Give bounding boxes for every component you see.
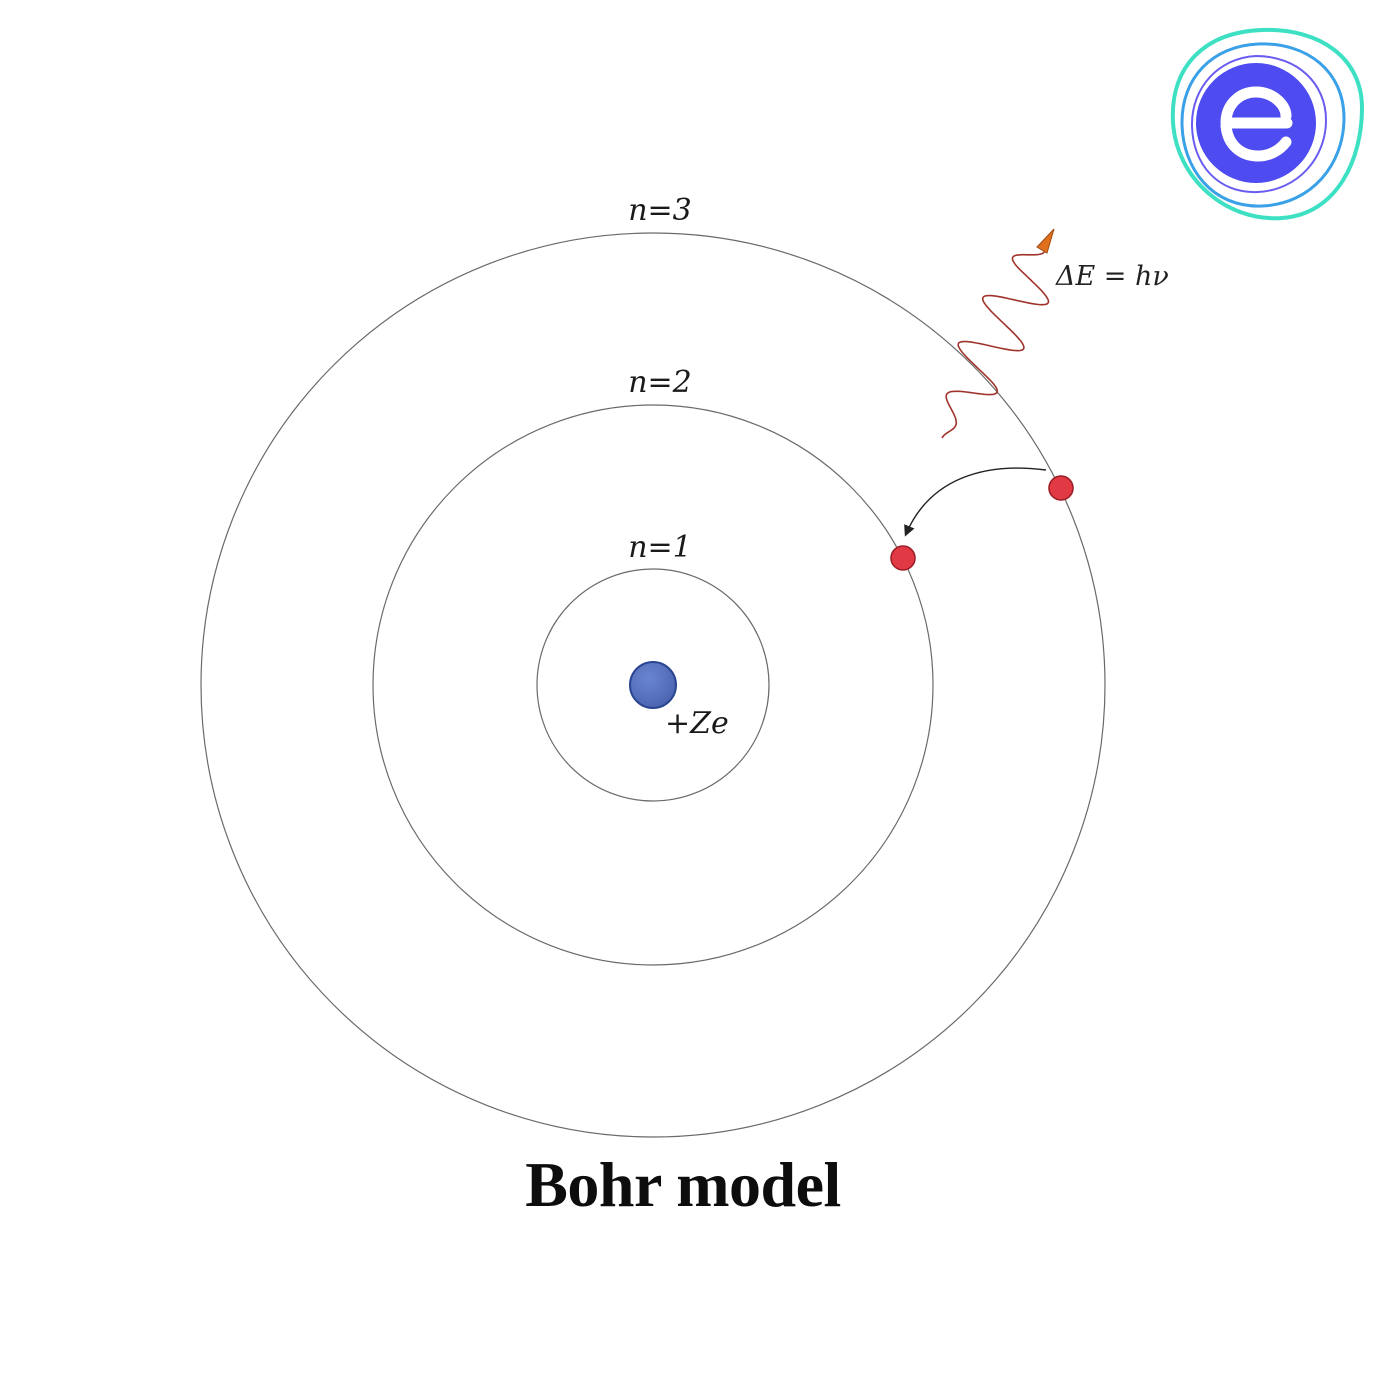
photon-arrowhead	[1036, 228, 1055, 254]
diagram-title: Bohr model	[525, 1149, 841, 1220]
electron-n2	[890, 545, 916, 571]
embibe-logo-icon	[1170, 27, 1365, 221]
orbit-label-n3: n=3	[628, 193, 692, 228]
transition-arrow	[904, 467, 1047, 537]
photon-wave	[941, 244, 1050, 439]
electron-n3	[1048, 475, 1074, 501]
orbit-n2	[372, 404, 934, 966]
orbit-n3	[200, 232, 1106, 1138]
orbit-label-n1: n=1	[628, 530, 692, 565]
orbit-label-n2: n=2	[628, 365, 692, 400]
nucleus-charge-label: +Ze	[665, 706, 729, 741]
photon-energy-label: ΔE = hν	[1055, 261, 1169, 292]
nucleus	[629, 661, 677, 709]
orbit-n1	[536, 568, 770, 802]
